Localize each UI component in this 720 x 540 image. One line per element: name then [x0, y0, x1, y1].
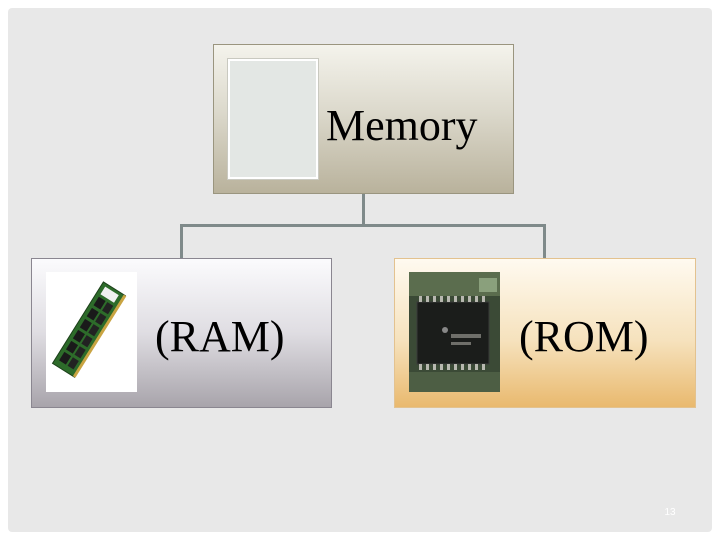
ram-node-label: (RAM): [155, 312, 285, 361]
connector-root-stem: [362, 194, 365, 225]
memory-node-label: Memory: [326, 101, 478, 150]
connector-rom-stem: [543, 224, 546, 258]
ram-module-icon: [46, 272, 137, 392]
rom-node-label: (ROM): [519, 312, 649, 361]
connector-ram-stem: [180, 224, 183, 258]
rom-chip-icon: [409, 272, 500, 392]
blank-picture-icon: [228, 59, 318, 179]
connector-horizontal: [180, 224, 546, 227]
page-number: 13: [664, 507, 676, 518]
